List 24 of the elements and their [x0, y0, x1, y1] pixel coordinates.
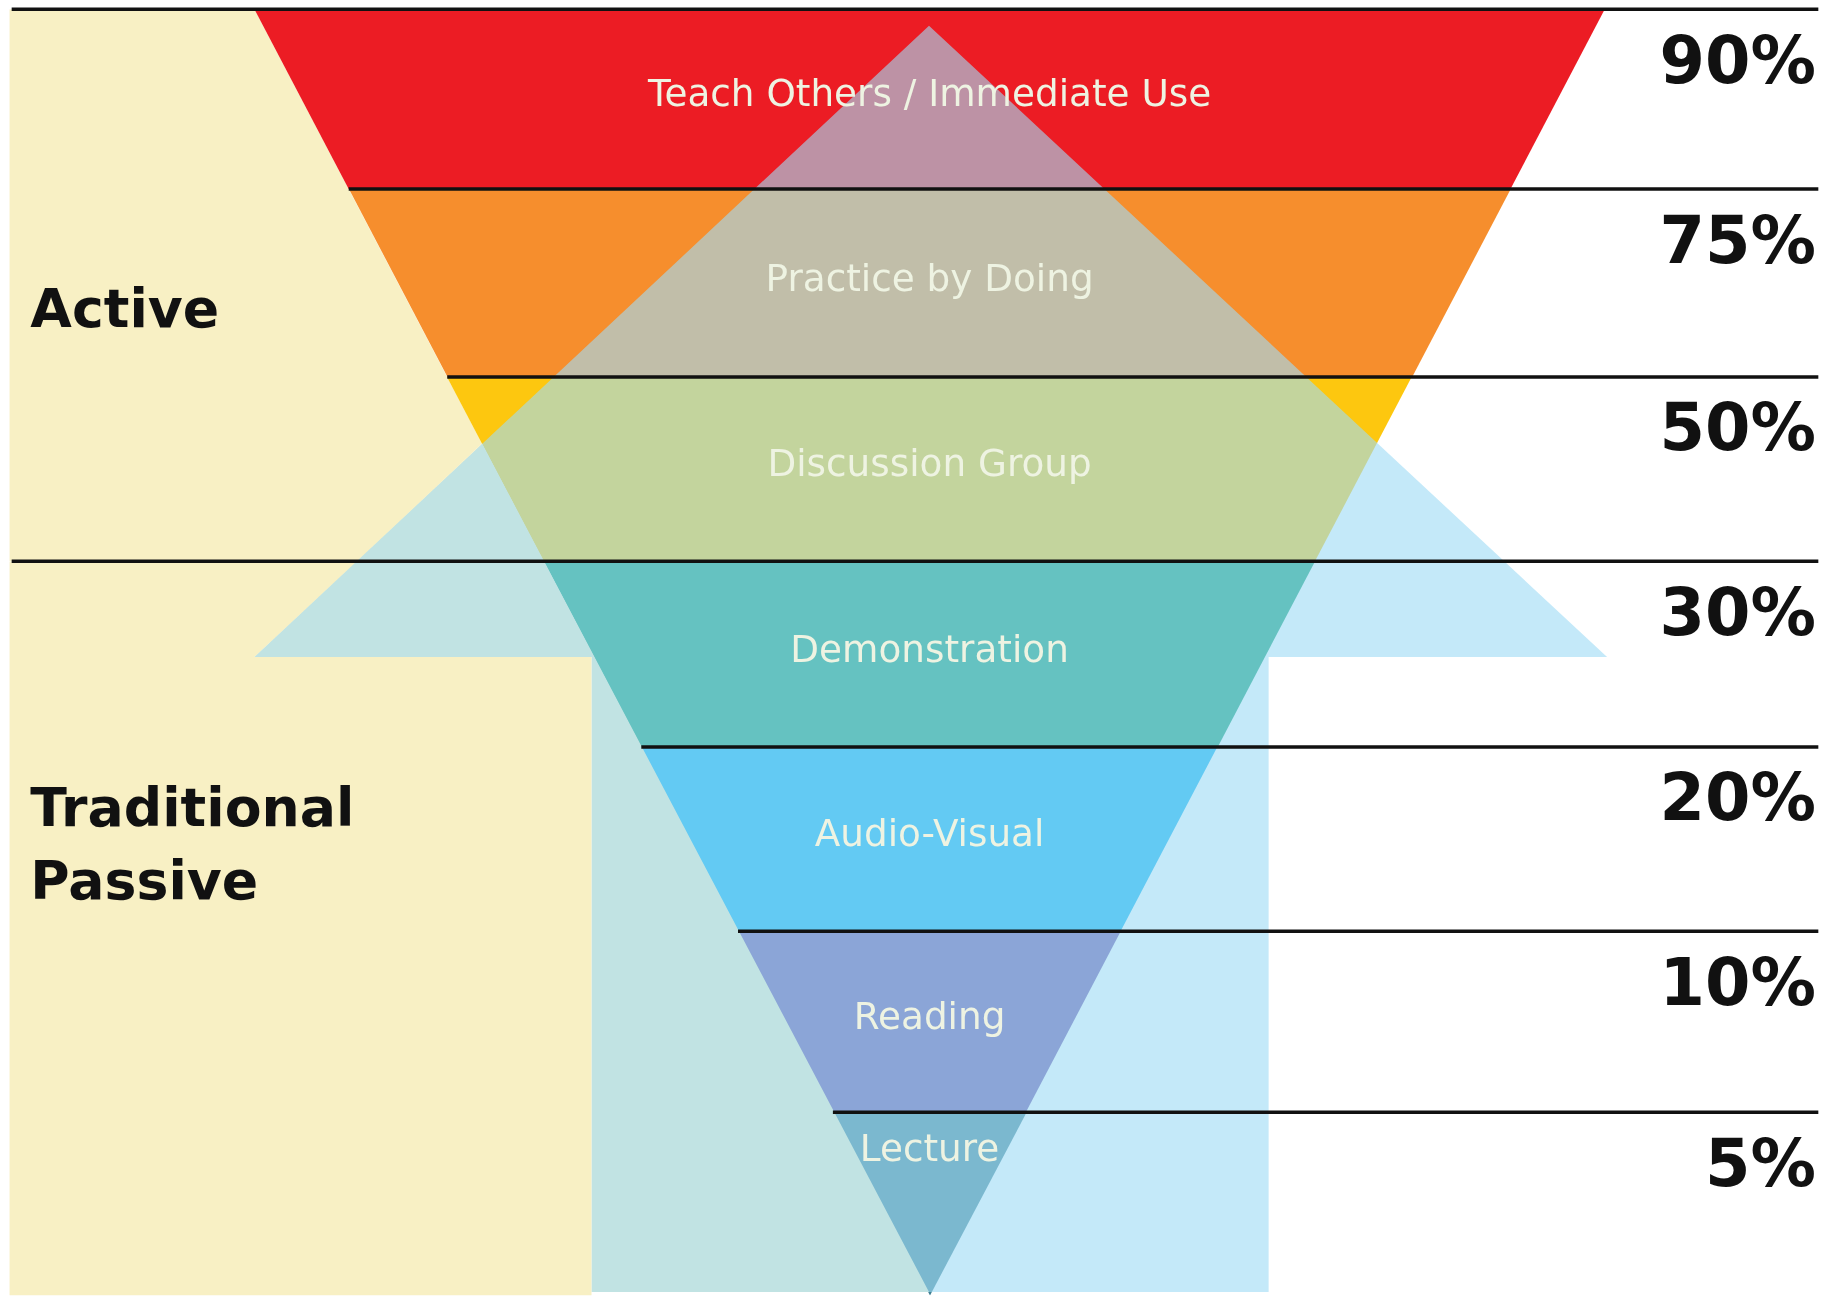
region-panel — [9, 9, 482, 562]
funnel-band — [254, 9, 1605, 190]
band-label: Lecture — [859, 1126, 1000, 1171]
region-panel — [9, 561, 592, 1296]
band-label: Audio-Visual — [814, 811, 1045, 856]
band-label: Discussion Group — [767, 441, 1092, 486]
percentage-label: 30% — [1659, 577, 1816, 648]
percentage-label: 5% — [1705, 1128, 1816, 1199]
percentage-label: 50% — [1659, 393, 1816, 464]
percentage-label: 75% — [1659, 205, 1816, 276]
funnel-band — [447, 376, 1412, 562]
region-label: Traditional Passive — [30, 775, 356, 914]
region-label: Active — [30, 275, 221, 342]
funnel-band — [641, 746, 1218, 932]
funnel-band — [348, 189, 1511, 377]
percentage-label: 20% — [1659, 763, 1816, 834]
funnel-band — [738, 931, 1122, 1113]
funnel-band — [543, 561, 1316, 747]
block-arrow — [254, 25, 1608, 1292]
band-label: Practice by Doing — [765, 255, 1094, 300]
percentage-label: 90% — [1659, 25, 1816, 96]
band-label: Demonstration — [790, 626, 1069, 671]
percentage-label: 10% — [1659, 947, 1816, 1018]
band-label: Reading — [853, 993, 1006, 1039]
